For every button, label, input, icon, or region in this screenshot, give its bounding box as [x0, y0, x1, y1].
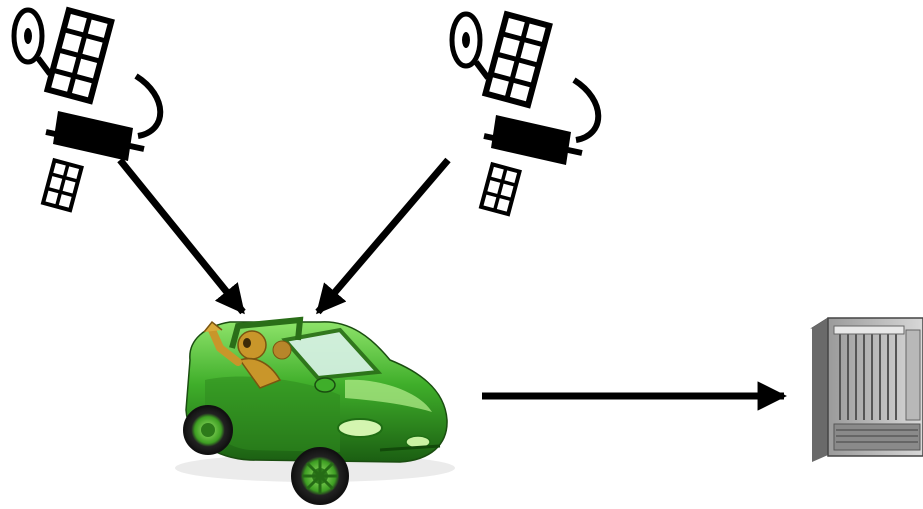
- server-rack-icon: [812, 318, 923, 462]
- arrow-satellite-2-to-car: [318, 160, 448, 312]
- satellite-icon: [452, 14, 598, 214]
- green-convertible-car-icon: [175, 320, 455, 504]
- arrow-satellite-1-to-car: [120, 160, 243, 312]
